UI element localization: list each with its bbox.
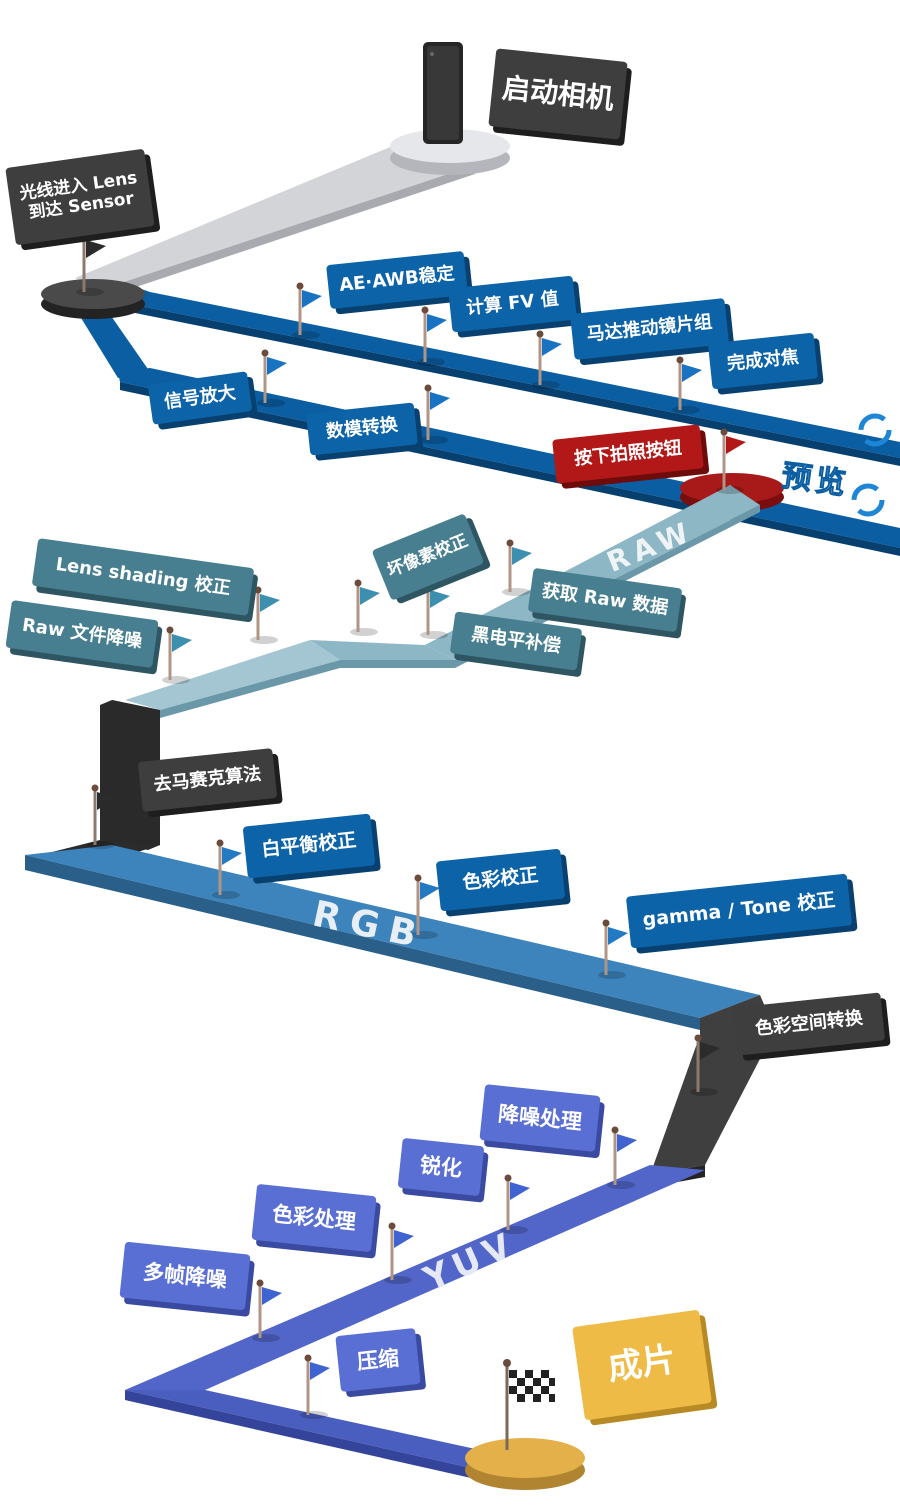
raw-track-a (425, 485, 760, 660)
yuv-track-a (125, 1165, 705, 1390)
flag-icon (420, 384, 450, 444)
raw-track-b (310, 640, 455, 660)
raw-track-c (125, 640, 340, 710)
preview-track-upper-side (130, 304, 900, 466)
phone-icon (423, 42, 463, 144)
preview-track-diagonal (70, 300, 150, 378)
sharpen-label: 锐化 (397, 1137, 485, 1197)
refresh-loop-icon (851, 483, 885, 517)
flag-icon (672, 356, 702, 414)
denoise-label: 降噪处理 (479, 1084, 601, 1152)
sensor-disc (41, 279, 145, 309)
preview-track-upper (130, 285, 900, 458)
flag-icon (410, 874, 440, 939)
flag-icon (690, 1034, 720, 1096)
flag-icon (76, 232, 106, 296)
flag-icon (417, 306, 447, 366)
flag-icon (502, 539, 532, 596)
rgb-track-side (25, 855, 700, 1030)
demosaic-segment-shade (100, 700, 160, 850)
flags-layer (76, 232, 746, 1419)
flag-icon (300, 1354, 330, 1419)
refresh-loop-icon (858, 413, 892, 447)
flag-icon (257, 349, 287, 407)
flag-icon (252, 1279, 282, 1342)
flag-icon (87, 784, 117, 849)
flag-icon (162, 626, 192, 684)
flag-icon (500, 1174, 530, 1234)
start-track-side (100, 165, 475, 299)
final-photo-label: 成片 (572, 1309, 712, 1421)
flag-icon (716, 428, 746, 494)
start-track (75, 132, 475, 290)
flag-icon (598, 919, 628, 979)
flag-icon (292, 282, 322, 339)
compress-label: 压缩 (335, 1327, 421, 1393)
rgb-track (25, 845, 760, 1018)
flag-icon (420, 582, 450, 639)
flag-icon (607, 1126, 637, 1189)
finish-disc (465, 1438, 585, 1478)
raw-track-side (160, 505, 760, 718)
stage-preview-label: 预览 (779, 458, 852, 503)
flag-icon (250, 586, 280, 644)
start-disc (390, 129, 510, 163)
start-camera-label: 启动相机 (488, 48, 628, 140)
flag-icon (532, 330, 562, 389)
flag-icon (212, 839, 242, 899)
flag-icon (384, 1222, 414, 1284)
checkered-flag-icon (503, 1359, 555, 1450)
flag-icon (350, 579, 380, 636)
yuv-track-side (125, 1390, 480, 1480)
